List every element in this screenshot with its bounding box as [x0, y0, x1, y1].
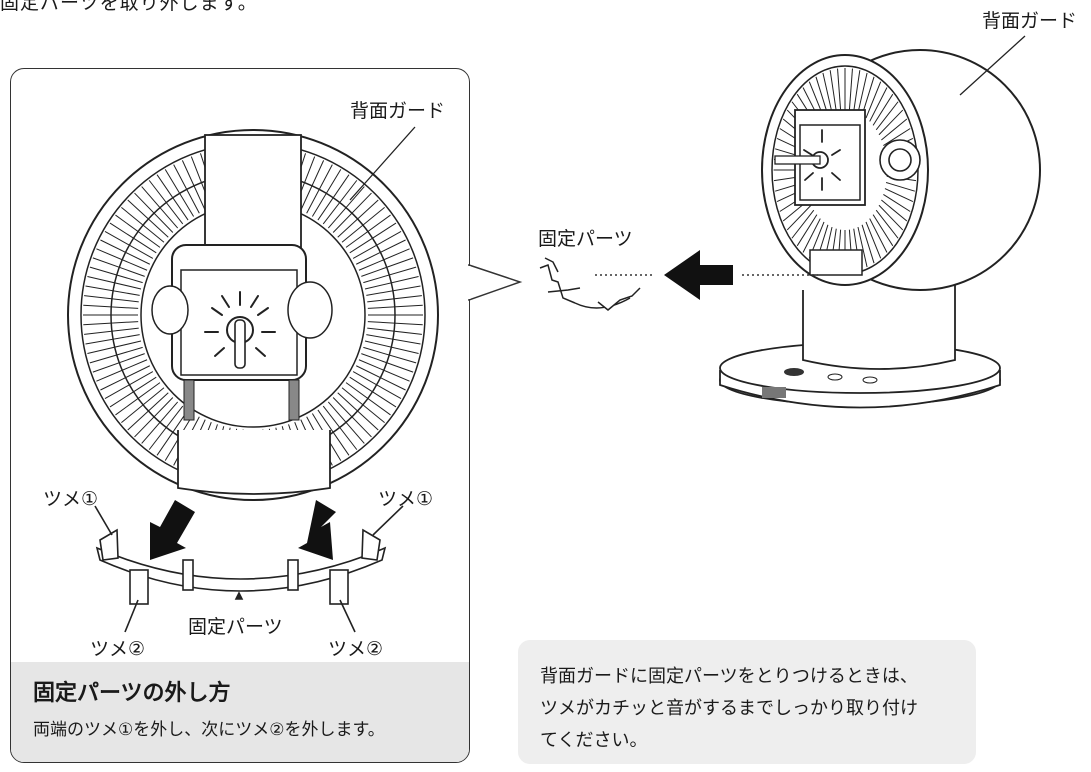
- fixing-part-label-inset: 固定パーツ: [188, 616, 283, 638]
- guard-rib: [791, 209, 815, 239]
- guard-rib: [815, 76, 829, 116]
- guard-rib: [796, 214, 818, 247]
- arrow-left-icon: [595, 250, 818, 300]
- callout-footer: 固定パーツの外し方 両端のツメ①を外し、次にツメ②を外します。: [11, 662, 469, 762]
- fixing-part-right-icon: [539, 257, 641, 311]
- guard-rib: [853, 70, 861, 112]
- guard-rib: [872, 214, 894, 247]
- guard-rib: [872, 93, 894, 126]
- guard-rib: [822, 72, 833, 114]
- note-line-1: 背面ガードに固定パーツをとりつけるときは、: [540, 666, 918, 687]
- guard-rib: [884, 188, 914, 202]
- guard-rib: [875, 101, 899, 131]
- guard-rib: [857, 226, 868, 268]
- fixing-part-label-right: 固定パーツ: [538, 228, 633, 250]
- guard-rib: [883, 128, 911, 147]
- claw2-label-right: ツメ②: [328, 638, 384, 660]
- guard-rib: [865, 81, 882, 119]
- guard-rib: [878, 204, 904, 231]
- rear-guard-label-inset: 背面ガード: [350, 100, 446, 122]
- note-line-2: ツメがカチッと音がするまでしっかり取り付け: [540, 698, 918, 719]
- guard-rib: [869, 218, 888, 253]
- claw1-label-left: ツメ①: [43, 488, 99, 510]
- note-line-3: てください。: [540, 730, 648, 751]
- guard-rib: [881, 199, 908, 222]
- fan-side-view-icon: [719, 35, 1041, 409]
- fan-rear-view-icon: [67, 126, 439, 501]
- guard-rib: [875, 209, 899, 239]
- rear-guard-label-right: 背面ガード: [982, 10, 1078, 32]
- claw2-label-left: ツメ②: [90, 638, 146, 660]
- callout-instructions: 両端のツメ①を外し、次にツメ②を外します。: [33, 720, 385, 740]
- claw1-label-right: ツメ①: [378, 488, 434, 510]
- guard-rib: [878, 109, 904, 136]
- callout-title: 固定パーツの外し方: [33, 681, 231, 706]
- guard-rib: [857, 72, 868, 114]
- guard-rib: [829, 70, 837, 112]
- fixing-part-inset-icon: [94, 505, 404, 633]
- guard-rib: [786, 204, 812, 231]
- callout-pointer: [468, 263, 523, 302]
- guard-rib: [869, 87, 888, 122]
- installation-note: 背面ガードに固定パーツをとりつけるときは、 ツメがカチッと音がするまでしっかり取…: [518, 640, 976, 764]
- guard-rib: [865, 221, 882, 259]
- guard-rib: [861, 76, 875, 116]
- guard-rib: [885, 181, 915, 192]
- guard-rib: [848, 68, 853, 111]
- guard-rib: [837, 68, 842, 111]
- guard-rib: [861, 224, 875, 264]
- arrow-down-icon: [150, 500, 336, 560]
- guard-rib: [883, 193, 911, 212]
- guard-rib: [881, 118, 908, 141]
- guard-rib: [802, 218, 821, 253]
- intro-text: 固定パーツを取り外します。: [0, 0, 258, 14]
